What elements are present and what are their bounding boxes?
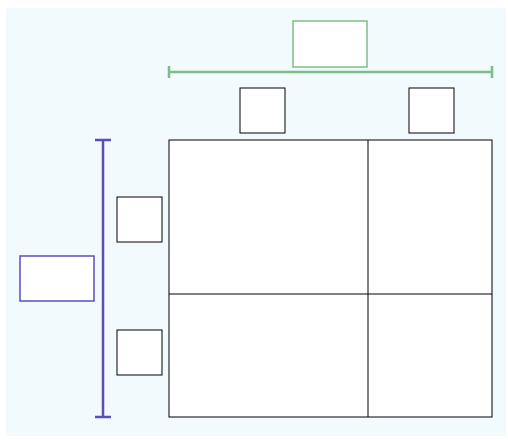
row-label-box-1 bbox=[116, 196, 163, 243]
top-group-label-frame bbox=[292, 20, 368, 68]
top-bracket bbox=[167, 66, 494, 78]
matrix-cell-r2c1 bbox=[168, 293, 369, 418]
left-bracket bbox=[95, 138, 111, 419]
row-label-box-2 bbox=[116, 329, 163, 376]
left-group-label-frame bbox=[19, 255, 95, 302]
top-group-label-box bbox=[292, 20, 368, 68]
column-label-box-2 bbox=[408, 87, 455, 134]
column-label-frame bbox=[408, 87, 455, 134]
column-label-frame bbox=[239, 87, 286, 134]
column-label-box-1 bbox=[239, 87, 286, 134]
matrix-cell-r1c1 bbox=[168, 139, 369, 295]
row-label-frame bbox=[116, 329, 163, 376]
matrix-cell-r1c2 bbox=[367, 139, 493, 295]
matrix-cell-r2c2 bbox=[367, 293, 493, 418]
matrix-grid bbox=[168, 139, 493, 418]
row-label-frame bbox=[116, 196, 163, 243]
left-group-label-box bbox=[19, 255, 95, 302]
